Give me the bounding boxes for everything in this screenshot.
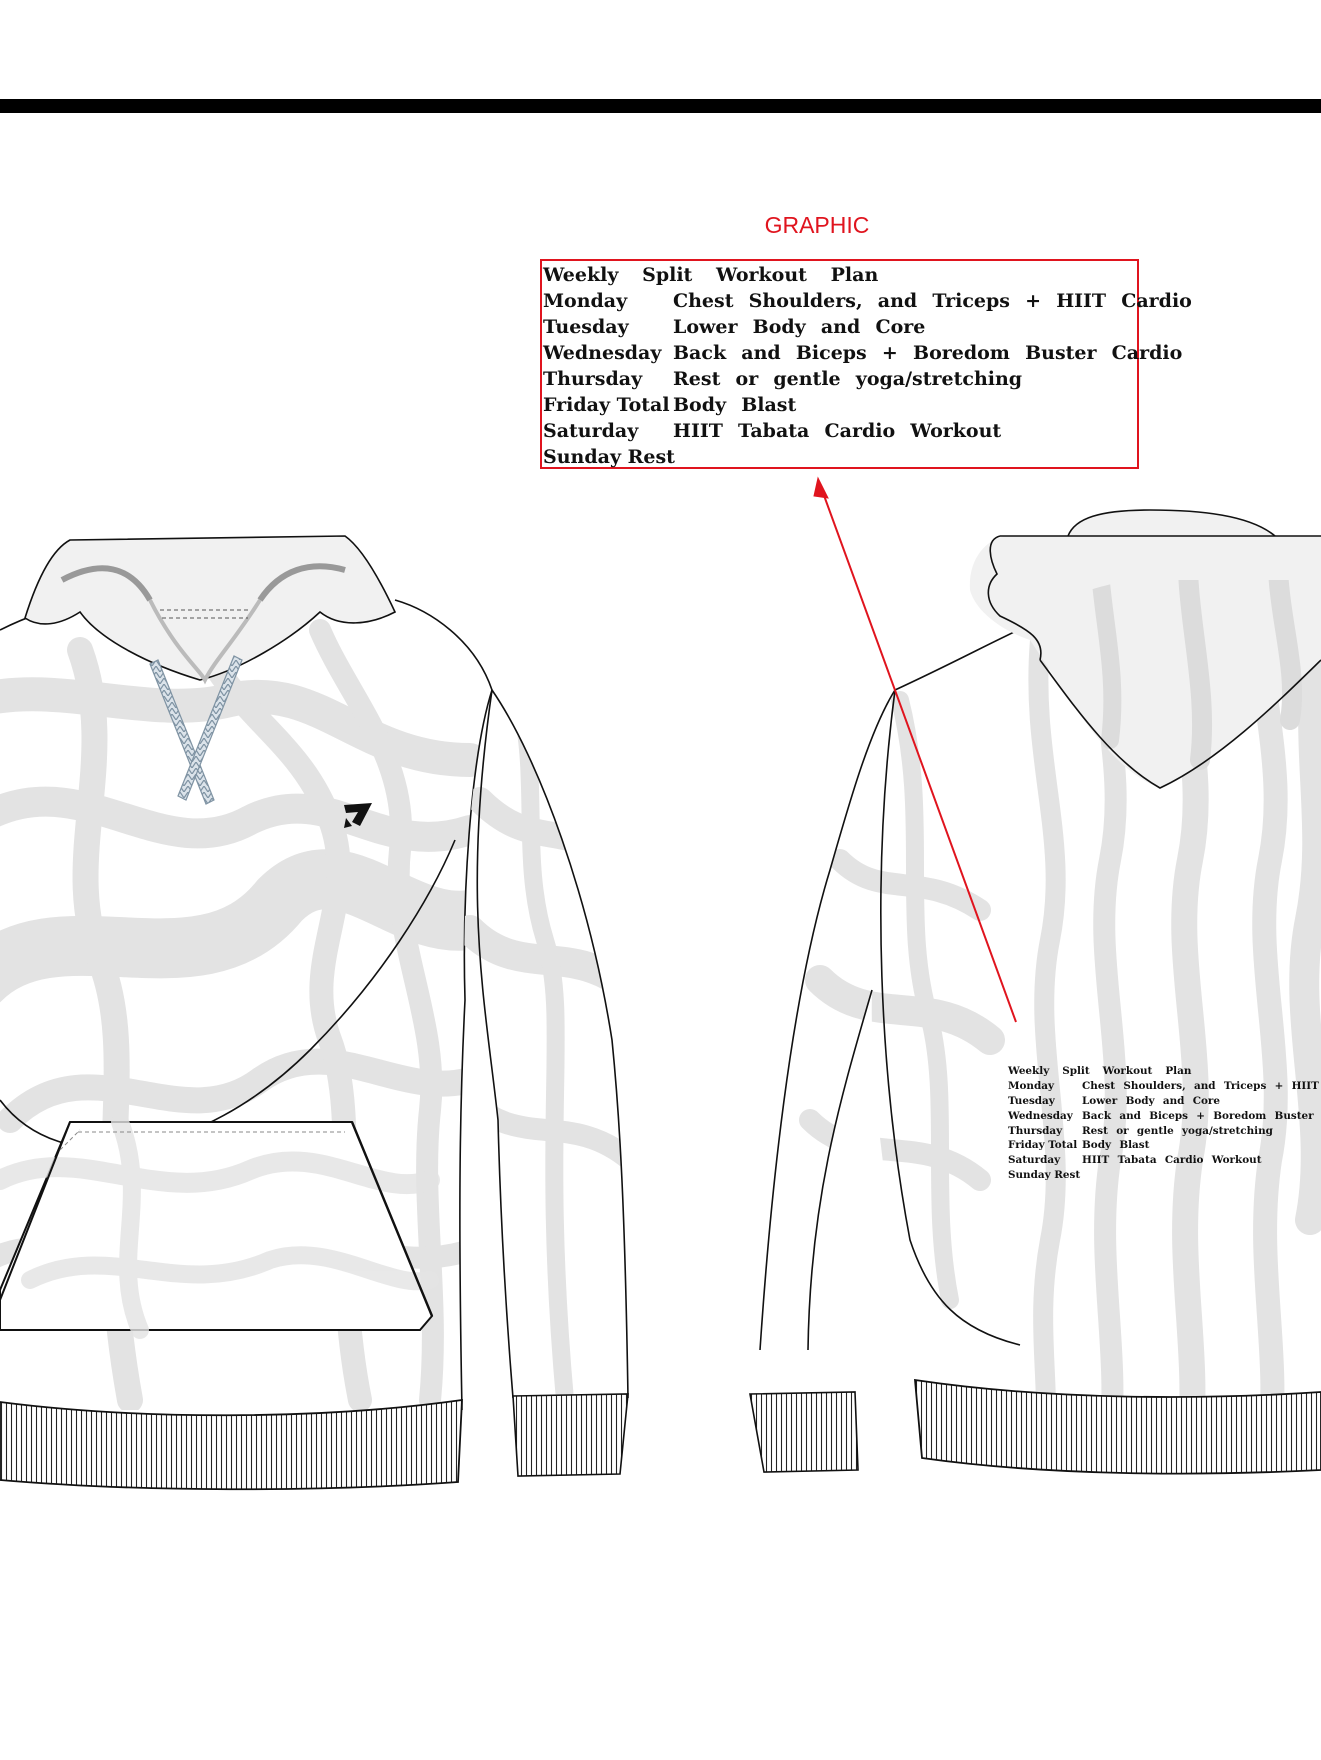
plan-row: Monday Chest Shoulders, and Triceps + HII… bbox=[1008, 1079, 1321, 1095]
workout-plan-graphic: Weekly Split Workout Plan Monday Chest Sh… bbox=[543, 264, 1192, 472]
plan-day: Wednesday bbox=[543, 342, 662, 364]
plan-day: Saturday bbox=[1008, 1154, 1061, 1167]
plan-day: Sunday Rest bbox=[1008, 1169, 1081, 1182]
plan-day: Monday bbox=[543, 290, 628, 312]
plan-row: Tuesday Lower Body and Core bbox=[543, 316, 925, 342]
plan-day: Saturday bbox=[543, 420, 639, 442]
graphic-label: GRAPHIC bbox=[764, 212, 870, 238]
plan-row: Thursday Rest or gentle yoga/stretching bbox=[543, 368, 1022, 394]
plan-row: Saturday HIIT Tabata Cardio Workout bbox=[543, 420, 1001, 446]
plan-activity: Lower Body and Core bbox=[1082, 1094, 1221, 1107]
plan-day: Thursday bbox=[543, 368, 643, 390]
plan-row: Monday Chest Shoulders, and Triceps + HII… bbox=[543, 290, 1192, 316]
back-hoodie bbox=[749, 509, 1321, 1475]
plan-row: Wednesday Back and Biceps + Boredom Buste… bbox=[543, 342, 1182, 368]
header-rule bbox=[0, 99, 1321, 113]
plan-row: Saturday HIIT Tabata Cardio Workout bbox=[1008, 1154, 1262, 1169]
plan-activity: HIIT Tabata Cardio Workout bbox=[673, 420, 1002, 442]
plan-row: Tuesday Lower Body and Core bbox=[1008, 1094, 1220, 1110]
plan-day: Sunday Rest bbox=[543, 446, 675, 468]
plan-activity: Body Blast bbox=[673, 394, 797, 416]
plan-activity: Chest Shoulders, and Triceps + HIIT Card… bbox=[673, 290, 1192, 312]
brand-logo-icon bbox=[344, 803, 372, 828]
plan-activity: Rest or gentle yoga/stretching bbox=[1082, 1124, 1273, 1137]
plan-activity: Back and Biceps + Boredom Buster Cardio bbox=[673, 342, 1183, 364]
plan-title: Weekly Split Workout Plan bbox=[543, 264, 879, 286]
plan-row: Friday Total Body Blast bbox=[1008, 1139, 1191, 1154]
plan-activity: Lower Body and Core bbox=[673, 316, 926, 338]
plan-row: Sunday Rest bbox=[543, 446, 878, 472]
plan-day: Thursday bbox=[1008, 1124, 1063, 1137]
plan-activity: HIIT Tabata Cardio Workout bbox=[1082, 1154, 1262, 1167]
plan-activity: Rest or gentle yoga/stretching bbox=[673, 368, 1023, 390]
plan-day: Wednesday bbox=[1008, 1109, 1073, 1122]
plan-day: Friday Total bbox=[1008, 1139, 1078, 1152]
plan-row: Thursday Rest or gentle yoga/stretching bbox=[1008, 1124, 1273, 1140]
plan-day: Tuesday bbox=[543, 316, 629, 338]
front-hoodie bbox=[0, 535, 629, 1491]
plan-day: Tuesday bbox=[1008, 1094, 1055, 1107]
plan-day: Friday Total bbox=[543, 394, 670, 416]
plan-title: Weekly Split Workout Plan bbox=[1008, 1065, 1192, 1077]
plan-activity: Back and Biceps + Boredom Buster Cardio bbox=[1082, 1109, 1321, 1122]
back-print-graphic: Weekly Split Workout Plan Monday Chest Sh… bbox=[1008, 1065, 1321, 1184]
plan-activity: Chest Shoulders, and Triceps + HIIT Card… bbox=[1082, 1079, 1321, 1092]
plan-activity: Body Blast bbox=[1082, 1139, 1150, 1152]
graphic-callout-box: Weekly Split Workout Plan Monday Chest Sh… bbox=[540, 259, 1192, 472]
plan-row: Sunday Rest bbox=[1008, 1169, 1191, 1184]
plan-row: Wednesday Back and Biceps + Boredom Buste… bbox=[1008, 1109, 1321, 1125]
annotation-arrow bbox=[813, 476, 1017, 1023]
plan-day: Monday bbox=[1008, 1079, 1055, 1092]
